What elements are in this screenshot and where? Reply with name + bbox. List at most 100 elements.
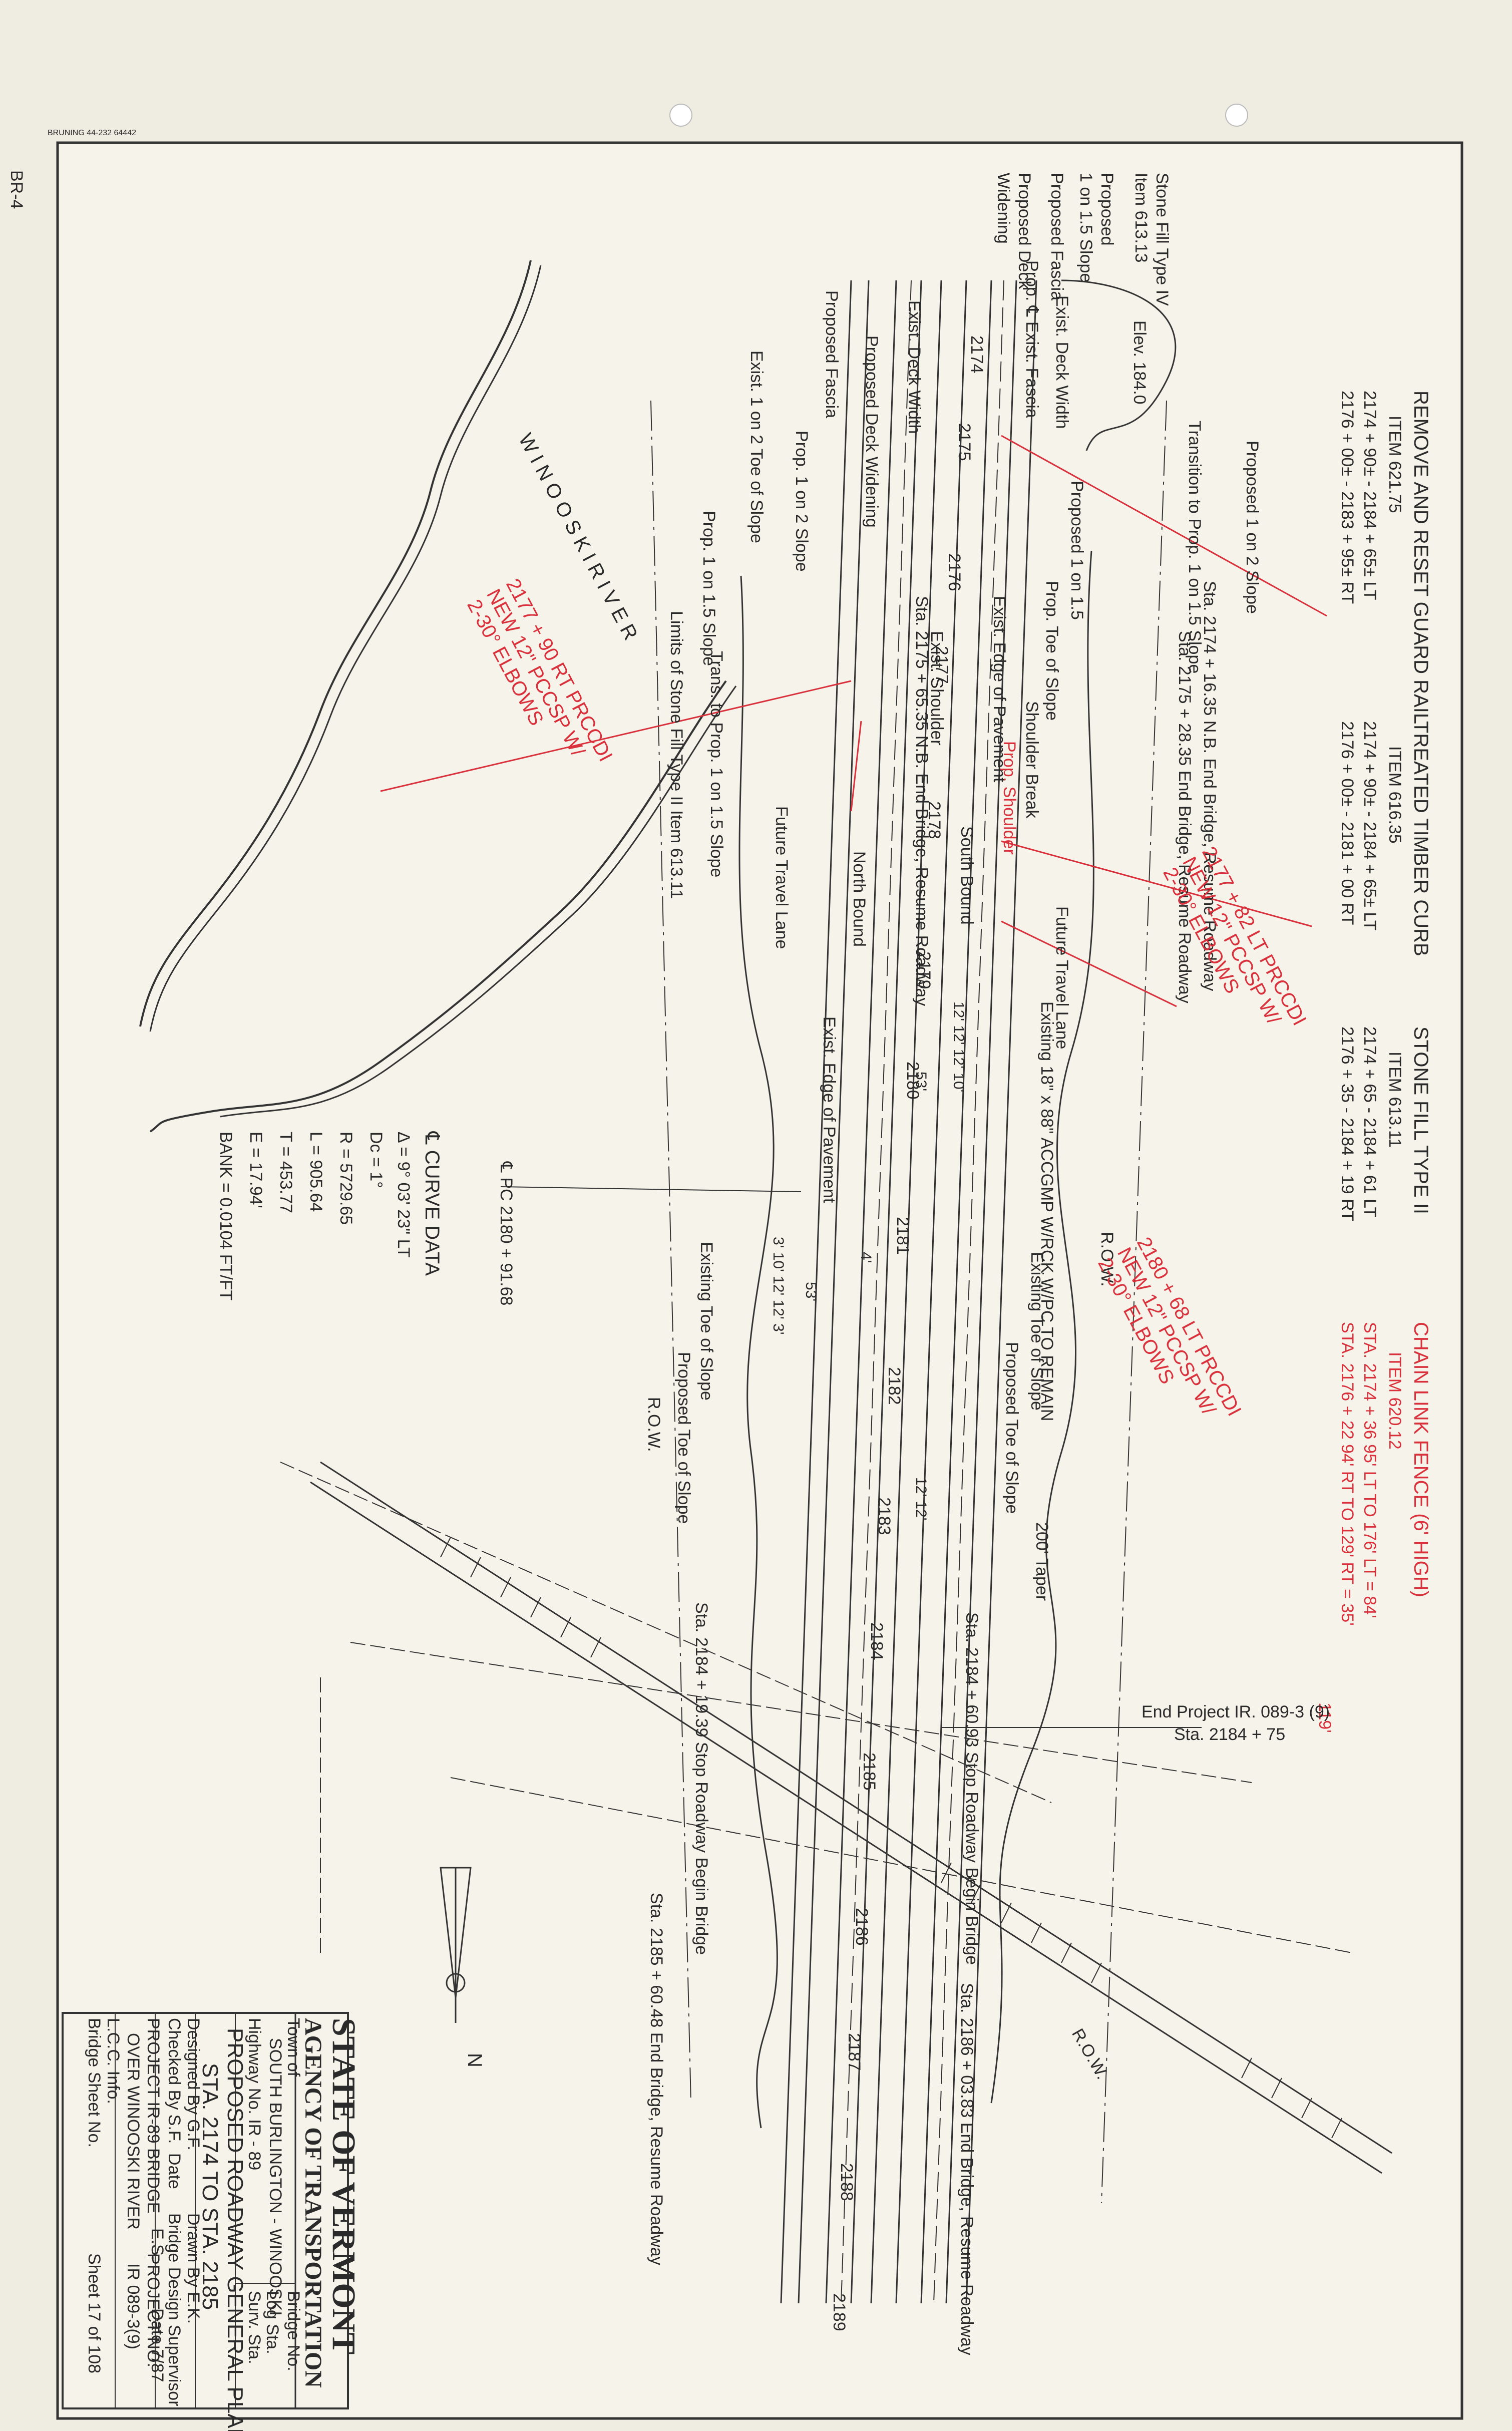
label-exist-shoulder: Exist. Shoulder xyxy=(927,631,946,746)
tb-project-no: IR 089-3(9) xyxy=(124,2263,143,2349)
tb-sheet-label: Bridge Sheet No. xyxy=(85,2018,104,2148)
station: 2184 xyxy=(867,1622,886,1660)
tb-town: SOUTH BURLINGTON - WINOOSKI xyxy=(266,2038,285,2316)
tb-agency: AGENCY OF TRANSPORTATION xyxy=(300,2018,326,2388)
timber-curb-table: TREATED TIMBER CURB ITEM 616.35 2174 + 9… xyxy=(1338,721,1432,956)
station: 2177 xyxy=(932,646,951,684)
label-dims-c: 3' 10' 12' 12' 3' xyxy=(770,1237,787,1334)
label-prop-exist-fascia: Prop. ℄ Exist. Fascia xyxy=(1022,260,1041,418)
row-line-right xyxy=(1101,400,1167,2204)
label-dims-f: 4' xyxy=(858,1252,874,1263)
guard-rail-table: REMOVE AND RESET GUARD RAIL ITEM 621.75 … xyxy=(1338,391,1432,724)
label-row-2: R.O.W. xyxy=(644,1397,663,1452)
curve-bank: BANK = 0.0104 FT/FT xyxy=(216,1132,235,1300)
station: 2180 xyxy=(903,1062,922,1100)
label-future-travel-lane-2: Future Travel Lane xyxy=(772,806,791,949)
note: Proposed Fascia xyxy=(1047,173,1066,300)
tb-supervisor: Bridge Design Supervisor xyxy=(165,2213,184,2406)
tb-project-label: PROJECT IR-89 BRIDGE xyxy=(144,2018,163,2213)
label-dims-a: 12' 12' 12' 10' xyxy=(950,1001,967,1092)
label-north-bound: North Bound xyxy=(850,851,869,947)
station: 2178 xyxy=(925,801,944,839)
label-existing-pipe: Existing 18" x 88" ACCGMP W/RCK W/PC TO … xyxy=(1037,1001,1056,1421)
table-total: 119' xyxy=(1315,1702,1334,1733)
label-limits-stone: Limits of Stone Fill Type II Item 613.11 xyxy=(667,611,686,899)
label-proposed-fascia: Proposed Fascia xyxy=(822,290,841,418)
river-bank-lower-b xyxy=(220,685,737,1118)
station: 2179 xyxy=(915,951,934,989)
punch-hole xyxy=(1225,104,1248,127)
label-row: R.O.W. xyxy=(1097,1232,1116,1287)
label-sta-2185: Sta. 2185 + 60.48 End Bridge, Resume Roa… xyxy=(647,1893,666,2265)
label-end-project-sta: Sta. 2184 + 75 xyxy=(1174,1725,1285,1744)
label-elev: Elev. 184.0 xyxy=(1130,320,1149,405)
curve-t: T = 453.77 xyxy=(276,1132,295,1213)
label-sta-2184-60: Sta. 2184 + 60.93 Stop Roadway Begin Bri… xyxy=(962,1612,981,1965)
north-arrow: N xyxy=(440,1867,486,2067)
curve-r: R = 5729.65 xyxy=(336,1132,355,1225)
tb-plan-title: PROPOSED ROADWAY GENERAL PLAN xyxy=(223,2028,247,2431)
curve-delta: Δ = 9° 03' 23" LT xyxy=(394,1132,413,1258)
label-proposed-toe-2: Proposed Toe of Slope xyxy=(674,1352,693,1524)
existing-toe-of-slope xyxy=(990,550,1094,2104)
river-bank-upper-b xyxy=(149,265,542,1032)
table-line: 2174 + 65 - 2184 + 61 LT xyxy=(1360,1026,1379,1217)
label-proposed-1on15: Proposed 1 on 1.5 xyxy=(1067,481,1086,620)
table-line: STA. 2174 + 36 95' LT TO 176' LT = 84' xyxy=(1360,1322,1379,1618)
curve-data: ℄ CURVE DATA Δ = 9° 03' 23" LT Dc = 1° R… xyxy=(216,1131,443,1300)
tb-date: Date 7/87 xyxy=(148,2308,167,2382)
tb-sheet: Sheet 17 of 108 xyxy=(85,2253,104,2373)
label-end-project: End Project IR. 089-3 (9) xyxy=(1142,1702,1330,1721)
table-title: STONE FILL TYPE II xyxy=(1410,1026,1432,1214)
label-exist-deck-width-2: Exist. Deck Width xyxy=(905,300,924,434)
note: Stone Fill Type IV xyxy=(1153,173,1172,306)
river-bank-upper xyxy=(139,260,532,1027)
curve-l: L = 905.64 xyxy=(306,1132,325,1212)
fence-lines xyxy=(280,1462,1352,1953)
label-proposed-1on2: Proposed 1 on 2 Slope xyxy=(1243,441,1262,614)
label-exist-deck-width: Exist. Deck Width xyxy=(1052,295,1071,429)
table-line: STA. 2176 + 22 94' RT TO 129' RT = 35' xyxy=(1338,1322,1357,1626)
tb-project-no-label: PROJECT NO. xyxy=(144,2253,163,2367)
tb-project-desc: OVER WINOOSKI RIVER xyxy=(124,2033,143,2230)
label-sta-2174: Sta. 2174 + 16.35 N.B. End Bridge, Resum… xyxy=(1200,581,1219,991)
tb-date-label: Date xyxy=(165,2153,184,2189)
railroad-ties xyxy=(440,1537,1342,2139)
curve-title: ℄ CURVE DATA xyxy=(421,1131,443,1276)
label-taper: 200' Taper xyxy=(1032,1522,1051,1601)
station: 2189 xyxy=(830,2293,849,2331)
red-markup-lines xyxy=(380,435,1327,1007)
label-prop-toe: Prop. Toe of Slope xyxy=(1042,581,1061,721)
table-line: 2174 + 90± - 2184 + 65± LT xyxy=(1360,391,1379,600)
river-bank-lower xyxy=(149,680,727,1133)
tb-checked: Checked By S.F. xyxy=(165,2018,184,2144)
station: 2182 xyxy=(885,1367,904,1405)
label-proposed-toe: Proposed Toe of Slope xyxy=(1002,1342,1021,1514)
station: 2185 xyxy=(860,1753,879,1791)
table-item: ITEM 613.11 xyxy=(1385,1052,1404,1148)
north-label: N xyxy=(464,2053,486,2067)
note: Widening xyxy=(994,173,1013,244)
sheet-mark: BR-4 xyxy=(7,170,26,209)
note: Proposed xyxy=(1097,173,1116,246)
stone-fill-table: STONE FILL TYPE II ITEM 613.11 2174 + 65… xyxy=(1338,1026,1432,1221)
label-shoulder-break: Shoulder Break xyxy=(1022,701,1041,819)
note: Proposed Deck xyxy=(1015,173,1034,289)
table-line: 2176 + 35 - 2184 + 19 RT xyxy=(1338,1026,1357,1221)
note: 1 on 1.5 Slope xyxy=(1076,173,1095,282)
station: 2181 xyxy=(893,1217,912,1255)
tb-lcc: L.C.C. Info. xyxy=(104,2018,123,2104)
label-sta-2175: Sta. 2175 + 28.35 End Bridge, Resume Roa… xyxy=(1175,631,1194,1003)
station: 2183 xyxy=(875,1497,894,1535)
drawing-body xyxy=(139,260,1392,2304)
railroad xyxy=(310,1461,1392,2174)
tb-log-sta: Log Sta. xyxy=(263,2291,282,2354)
tb-supervisor-name: E.S. xyxy=(148,2228,167,2260)
label-south-bound: South Bound xyxy=(957,826,976,925)
station: 2175 xyxy=(955,423,974,461)
left-notes: Stone Fill Type IV Item 613.13 Proposed … xyxy=(994,173,1172,306)
table-title: TREATED TIMBER CURB xyxy=(1410,721,1432,956)
label-exist-edge-pav: Exist. Edge of Pavement xyxy=(990,596,1009,783)
station: 2188 xyxy=(837,2163,856,2201)
label-trans-prop-2: Trans. to Prop. 1 on 1.5 Slope xyxy=(707,651,726,877)
